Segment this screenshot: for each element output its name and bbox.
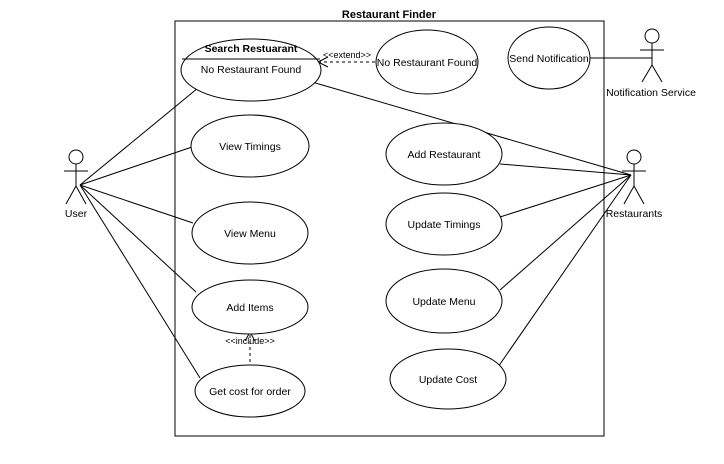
use-case-view-timings: View Timings	[190, 114, 310, 178]
assoc-user-add-items	[79, 184, 197, 293]
actor-user-left-leg	[65, 185, 77, 205]
use-case-view-timings-label: View Timings	[219, 141, 281, 153]
use-case-view-menu-ellipse	[191, 201, 309, 265]
use-case-update-menu-ellipse	[385, 268, 503, 334]
assoc-user-get-cost	[79, 184, 201, 379]
extend-label: <<extend>>	[323, 50, 371, 60]
actor-restaurants-label: Restaurants	[606, 208, 663, 220]
actor-restaurants-left-leg	[623, 185, 635, 205]
actor-user-head	[68, 149, 84, 165]
use-case-update-timings: Update Timings	[385, 192, 503, 256]
use-case-get-cost-label: Get cost for order	[209, 386, 291, 398]
use-case-update-timings-label: Update Timings	[408, 219, 481, 231]
use-case-no-restaurant-ellipse	[375, 29, 479, 95]
use-case-search-extension-point: No Restaurant Found	[201, 64, 302, 76]
actor-restaurants	[622, 149, 646, 205]
assoc-user-search	[79, 87, 199, 186]
include-label: <<include>>	[225, 336, 275, 346]
restaurant-associations	[311, 81, 632, 368]
use-case-get-cost-ellipse	[194, 364, 306, 418]
use-case-update-cost-label: Update Cost	[419, 374, 477, 386]
use-case-view-menu: View Menu	[191, 201, 309, 265]
use-case-add-items-ellipse	[191, 279, 309, 335]
extend-relationship: <<extend>>	[316, 50, 375, 68]
use-case-send-notification-ellipse	[507, 26, 591, 90]
assoc-user-view-timings	[79, 146, 193, 186]
use-case-get-cost: Get cost for order	[194, 364, 306, 418]
use-case-view-timings-ellipse	[190, 114, 310, 178]
assoc-restaurants-update-cost	[497, 174, 632, 368]
actor-notification-service	[640, 28, 664, 83]
assoc-user-view-menu	[79, 184, 194, 224]
assoc-restaurants-add	[499, 163, 632, 176]
use-case-update-cost-ellipse	[389, 348, 507, 410]
actor-notification-label: Notification Service	[606, 87, 696, 99]
use-case-add-items: Add Items	[191, 279, 309, 335]
system-title: Restaurant Finder	[342, 9, 437, 21]
system-boundary	[174, 20, 605, 437]
assoc-restaurants-update-timings	[499, 174, 632, 218]
use-case-add-restaurant-ellipse	[385, 122, 503, 186]
actor-restaurants-head	[626, 149, 642, 165]
include-relationship: <<include>>	[225, 330, 275, 368]
actor-user-right-leg	[75, 185, 87, 205]
use-case-update-menu-label: Update Menu	[412, 296, 475, 308]
user-associations	[79, 87, 201, 379]
actor-restaurants-right-leg	[633, 185, 645, 205]
use-case-add-restaurant: Add Restaurant	[385, 122, 503, 186]
use-case-update-menu: Update Menu	[385, 268, 503, 334]
actor-notification-left-leg	[641, 64, 653, 83]
use-case-search-restaurant: Search Restuarant No Restaurant Found	[180, 38, 322, 102]
use-case-update-cost: Update Cost	[389, 348, 507, 410]
use-case-update-timings-ellipse	[385, 192, 503, 256]
use-case-search-ellipse	[180, 38, 322, 102]
use-case-send-notification-label: Send Notification	[509, 53, 589, 65]
actor-user-label: User	[65, 208, 88, 220]
use-case-no-restaurant-label: No Restaurant Found	[377, 57, 478, 69]
use-case-search-title: Search Restuarant	[205, 43, 298, 55]
use-case-add-items-label: Add Items	[226, 302, 273, 314]
use-case-no-restaurant-found: No Restaurant Found	[375, 29, 479, 95]
use-case-add-restaurant-label: Add Restaurant	[408, 149, 481, 161]
actor-user	[64, 149, 88, 205]
actor-notification-head	[644, 28, 660, 44]
assoc-restaurants-update-menu	[499, 174, 632, 291]
actor-notification-right-leg	[651, 64, 663, 83]
use-case-view-menu-label: View Menu	[224, 228, 276, 240]
use-case-send-notification: Send Notification	[507, 26, 591, 90]
